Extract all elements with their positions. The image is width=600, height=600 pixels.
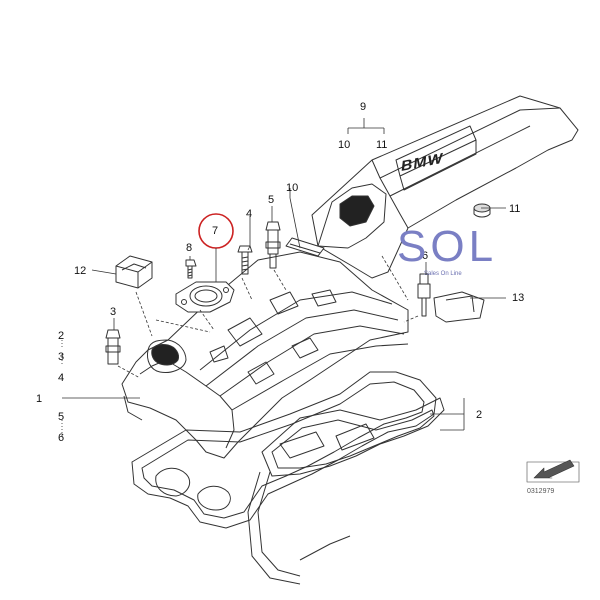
callout-10: 10: [286, 182, 299, 194]
stud-6: [417, 273, 431, 317]
callout-3-left: 3: [58, 351, 65, 363]
callout-9: 9: [360, 101, 367, 113]
bolt-8: [185, 259, 197, 279]
callout-11: 11: [509, 203, 521, 215]
callout-10-upper: 10: [338, 139, 351, 151]
callout-3: 3: [110, 306, 117, 318]
callout-12: 12: [74, 265, 87, 277]
callout-5: 5: [268, 194, 275, 206]
grommet-11: [473, 203, 491, 218]
callout-6: 6: [422, 250, 429, 262]
callout-5-left: 5: [58, 411, 65, 423]
callout-8: 8: [186, 242, 193, 254]
callout-2-right: 2: [476, 409, 483, 421]
callout-7: 7: [212, 225, 219, 237]
bolt-3: [105, 329, 121, 365]
callout-1: 1: [36, 393, 43, 405]
callout-2-left: 2: [58, 330, 65, 342]
callout-6-left: 6: [58, 432, 65, 444]
callout-4-left: 4: [58, 372, 65, 384]
filler-neck-gasket: [175, 281, 235, 313]
watermark-logo: SOL: [397, 222, 498, 271]
leader-lines: [61, 118, 506, 436]
engine-cover: [311, 95, 579, 279]
cover-bracket-13: [433, 291, 485, 323]
plug-well-gasket: [247, 397, 445, 585]
callout-13: 13: [512, 292, 525, 304]
callout-11-upper: 11: [376, 139, 388, 151]
bolt-4: [237, 245, 253, 275]
valve-cover: [121, 251, 409, 459]
watermark-tagline: Sales On Line: [424, 271, 462, 277]
head-cover-gasket: [131, 371, 437, 529]
front-direction-arrow-icon: [526, 459, 580, 483]
bolt-5: [265, 221, 281, 269]
sealing-strip: [285, 237, 325, 257]
rubber-grommet: [115, 255, 153, 289]
figure-number: 0312979: [527, 488, 555, 495]
callout-4: 4: [246, 208, 253, 220]
